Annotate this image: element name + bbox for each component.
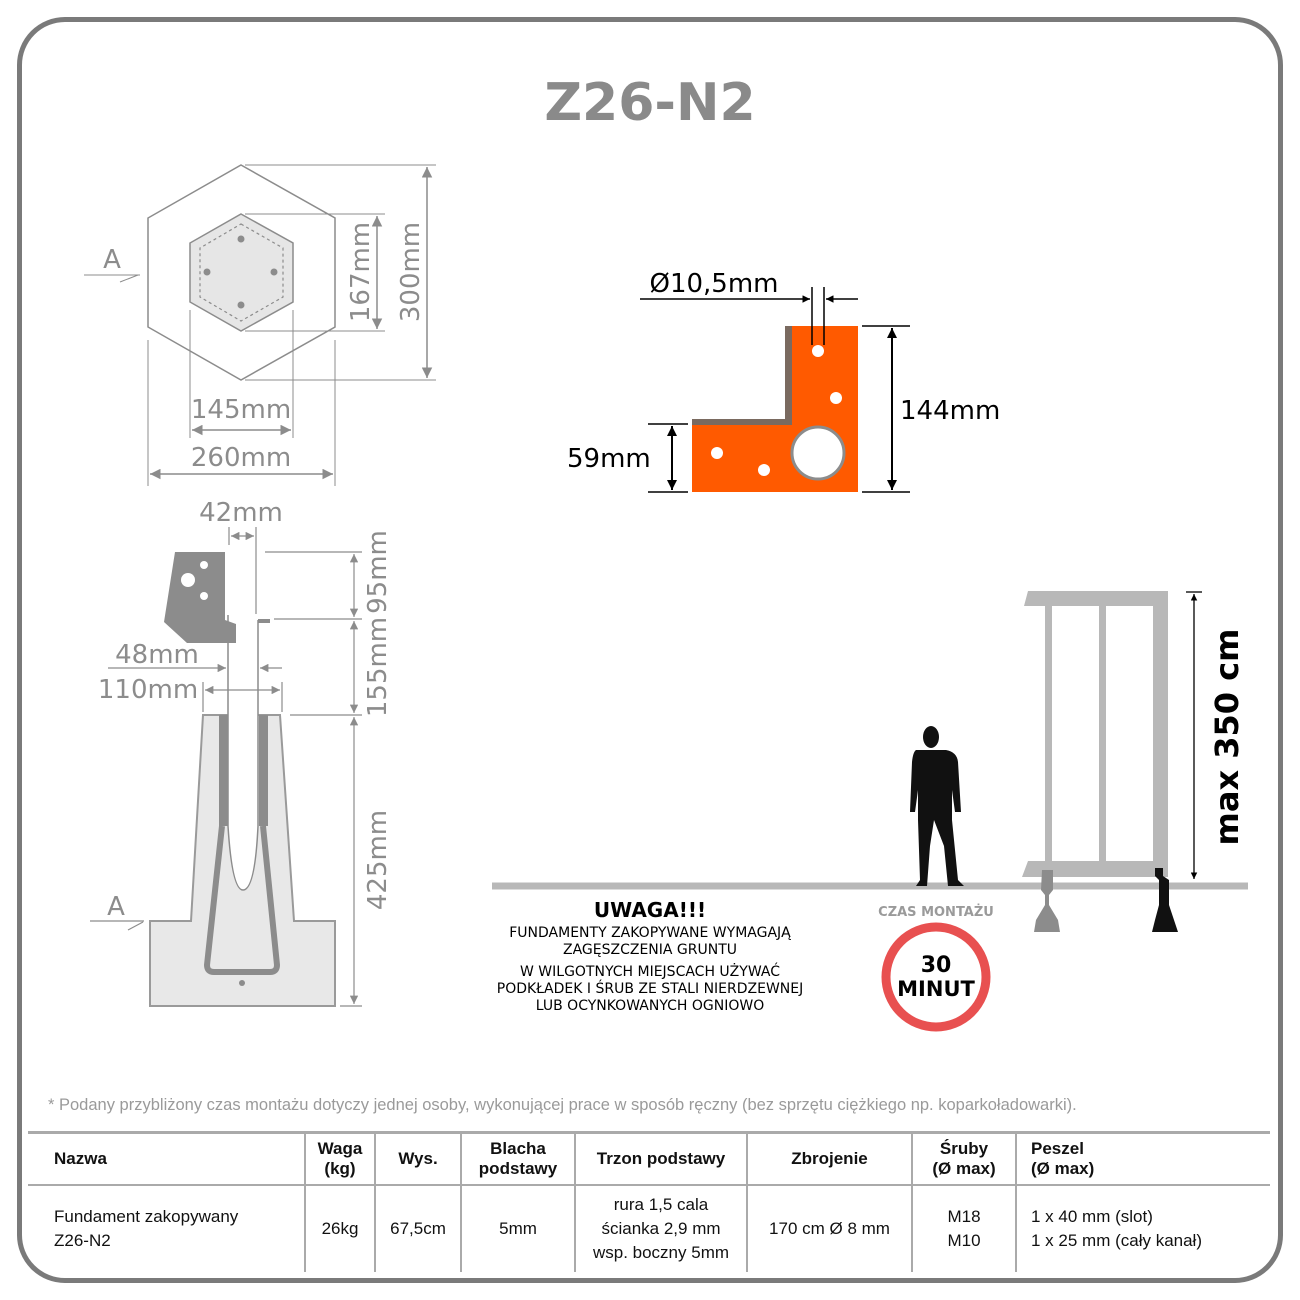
header-cell: Nazwa (28, 1131, 305, 1186)
dim-145: 145mm (191, 395, 291, 425)
section-label-side: A (107, 892, 125, 922)
cell-line: (Ø max) (932, 1159, 996, 1178)
cell-line: Nazwa (54, 1149, 107, 1168)
dim-hole-diameter: Ø10,5mm (649, 269, 778, 299)
dashed-hexagon (199, 223, 284, 322)
cell-line: rura 1,5 cala (613, 1195, 709, 1214)
header-cell: Peszel(Ø max) (1015, 1131, 1270, 1186)
dim-300: 300mm (396, 222, 426, 322)
section-view (90, 527, 362, 1007)
dim-59: 59mm (567, 444, 651, 474)
fence-frame (1022, 591, 1202, 932)
cell-line: 5mm (499, 1219, 537, 1238)
assembly-time-value: 30 (921, 953, 952, 978)
pipe-hole (790, 425, 846, 481)
assembly-time-unit: MINUT (897, 977, 975, 1001)
header-cell: Waga(kg) (304, 1131, 375, 1186)
top-view (84, 164, 436, 486)
dim-48: 48mm (115, 640, 199, 670)
foundation-gray (1034, 870, 1060, 932)
dim-260: 260mm (191, 443, 291, 473)
timer-ring-icon (881, 922, 991, 1032)
cell-line: Waga (317, 1139, 363, 1158)
rebar (203, 825, 281, 975)
section-label-top: A (103, 245, 121, 275)
cell-line: Fundament zakopywany (54, 1207, 239, 1226)
warning-line: FUNDAMENTY ZAKOPYWANE WYMAGAJĄ (509, 925, 791, 941)
cell-line: (kg) (324, 1159, 356, 1178)
cell-line: 1 x 40 mm (slot) (1031, 1207, 1153, 1226)
header-cell: Zbrojenie (746, 1131, 912, 1186)
person-silhouette-icon (910, 726, 964, 886)
warning-line: PODKŁADEK I ŚRUB ZE STALI NIERDZEWNEJ (497, 979, 804, 997)
warning-line: ZAGĘSZCZENIA GRUNTU (563, 942, 737, 958)
cell-plate: 5mm (460, 1185, 575, 1272)
dim-144: 144mm (900, 396, 1000, 426)
header-cell: Śruby(Ø max) (911, 1131, 1016, 1186)
cell-line: wsp. boczny 5mm (592, 1243, 730, 1262)
page-frame (17, 17, 1283, 1283)
cell-weight: 26kg (304, 1185, 375, 1272)
header-cell: Trzon podstawy (574, 1131, 747, 1186)
max-height-label: max 350 cm (1208, 629, 1246, 846)
cell-conduit: 1 x 40 mm (slot) 1 x 25 mm (cały kanał) (1015, 1185, 1270, 1272)
cell-line: Peszel (1031, 1139, 1084, 1158)
cell-line: M18 (947, 1207, 981, 1226)
dim-42: 42mm (199, 498, 283, 528)
cell-line: 1 x 25 mm (cały kanał) (1031, 1231, 1202, 1250)
cell-line: Z26-N2 (54, 1231, 111, 1250)
inner-hexagon (189, 213, 294, 332)
cell-line: Śruby (939, 1139, 989, 1158)
dim-425: 425mm (363, 810, 393, 910)
dim-95: 95mm (363, 530, 393, 614)
cell-shaft: rura 1,5 cala ścianka 2,9 mm wsp. boczny 5… (574, 1185, 747, 1272)
cell-rebar: 170 cm Ø 8 mm (746, 1185, 912, 1272)
cell-line: (Ø max) (1031, 1159, 1095, 1178)
dim-110: 110mm (98, 675, 198, 705)
warning-line: W WILGOTNYCH MIEJSCACH UŻYWAĆ (520, 962, 780, 980)
header-cell: Wys. (374, 1131, 461, 1186)
cell-line: podstawy (478, 1159, 558, 1178)
cell-height: 67,5cm (374, 1185, 461, 1272)
top-plate (164, 552, 236, 643)
warning-title: UWAGA!!! (594, 898, 706, 922)
foundation-black (1152, 868, 1178, 932)
warning-line: LUB OCYNKOWANYCH OGNIOWO (536, 998, 764, 1014)
dim-167: 167mm (346, 222, 376, 322)
cell-line: Blacha (490, 1139, 546, 1158)
cell-line: M10 (947, 1231, 981, 1250)
cell-line: 67,5cm (390, 1219, 446, 1238)
cell-line: 170 cm Ø 8 mm (769, 1219, 890, 1238)
page-title: Z26-N2 (544, 73, 755, 133)
cell-line: ścianka 2,9 mm (601, 1219, 721, 1238)
footnote: * Podany przybliżony czas montażu dotycz… (48, 1096, 1077, 1114)
plate-view (640, 287, 910, 493)
cell-line: 26kg (321, 1219, 359, 1238)
cell-line: Trzon podstawy (596, 1149, 726, 1168)
dim-155: 155mm (363, 617, 393, 717)
assembly-time-label: CZAS MONTAŻU (878, 904, 994, 920)
cell-line: Zbrojenie (791, 1149, 868, 1168)
pipe (227, 615, 259, 891)
cell-line: Wys. (398, 1149, 438, 1168)
